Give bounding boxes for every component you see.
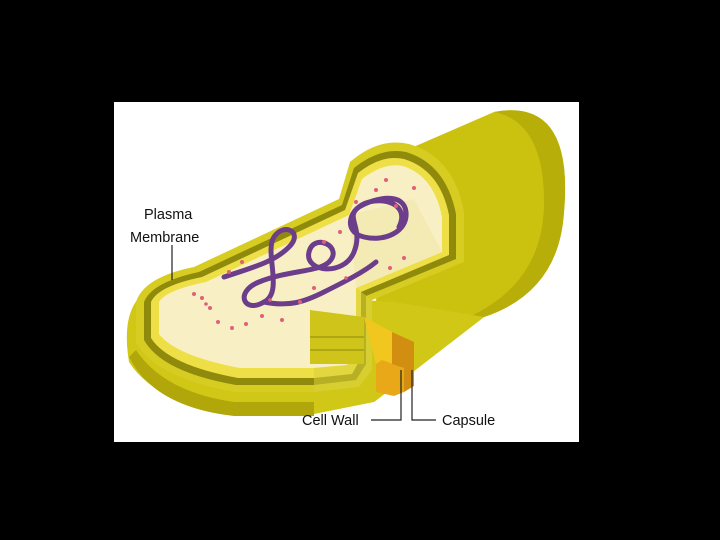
leader-lines — [171, 245, 436, 421]
ribosomes — [192, 178, 416, 330]
cut-notch — [310, 310, 414, 396]
bacterial-cell-diagram: Plasma Membrane Cell Wall Capsule — [126, 110, 566, 429]
capsule-label: Capsule — [442, 413, 495, 429]
cell-wall-leader — [371, 370, 402, 421]
diagram-panel: Plasma Membrane Cell Wall Capsule — [114, 102, 579, 442]
plasma-label-line2: Membrane — [130, 230, 199, 246]
dna-nucleoid — [221, 195, 409, 308]
capsule-leader — [411, 370, 436, 421]
plasma-label-line1: Plasma — [144, 207, 193, 223]
cell-wall-label: Cell Wall — [302, 413, 359, 429]
